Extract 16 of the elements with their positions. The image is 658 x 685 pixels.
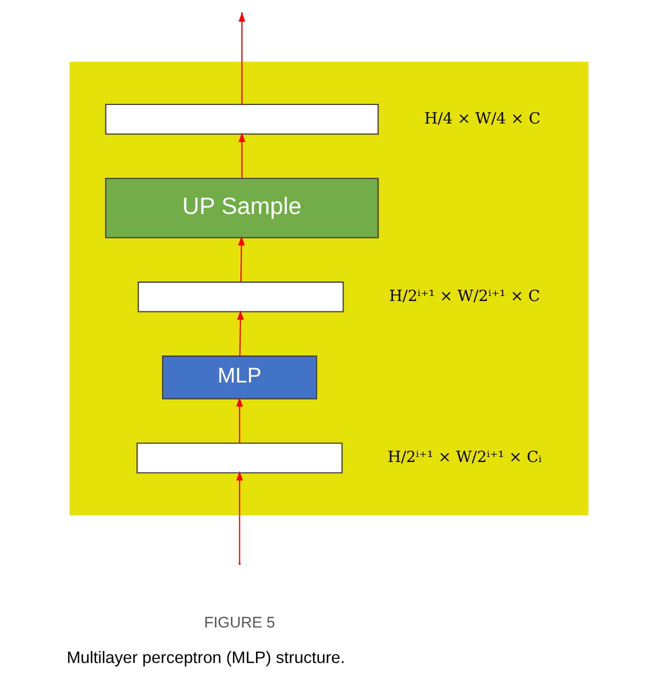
node-box [136,442,343,474]
arrow [236,397,243,443]
caption: Multilayer perceptron (MLP) structure. [66,648,345,667]
label: FIGURE 5 [204,614,276,632]
arrow [238,132,246,178]
node-box [138,282,344,312]
arrow [237,310,244,356]
node-label: H/4 × W/4 × C [424,109,540,128]
node-box: MLP [162,356,318,400]
node-label: H/2ⁱ⁺¹ × W/2ⁱ⁺¹ × C [389,286,540,305]
node-box: UP Sample [105,178,379,238]
arrow [236,471,243,564]
cluster [70,62,588,516]
node-label: H/2ⁱ⁺¹ × W/2ⁱ⁺¹ × Cᵢ [388,448,542,466]
node-box [105,104,379,135]
arrow [238,236,245,282]
